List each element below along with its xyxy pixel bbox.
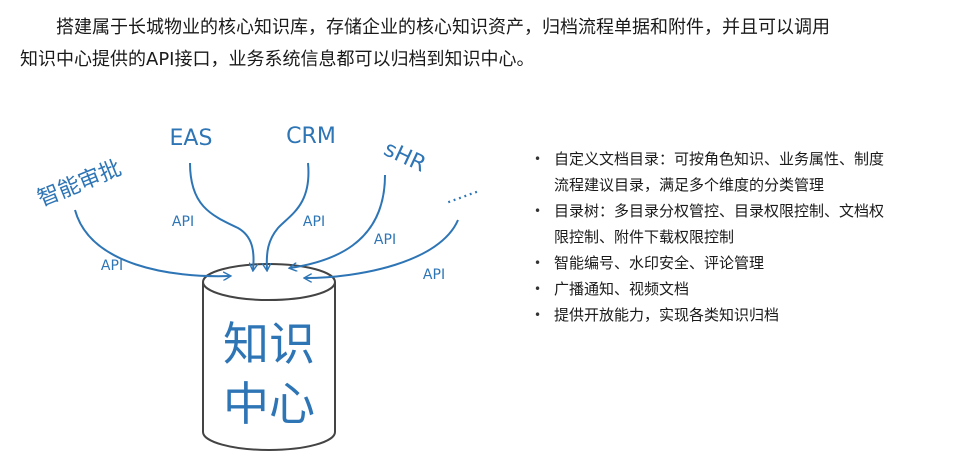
feature-text-line: 限控制、附件下载权限控制 — [554, 228, 735, 246]
source-more: ...... — [441, 177, 480, 208]
source-shr: sHR — [380, 137, 430, 178]
api-label-eas: API — [172, 214, 194, 230]
feature-text-line: 自定义文档目录：可按角色知识、业务属性、制度 — [554, 150, 885, 168]
api-label-shr: API — [374, 232, 396, 248]
feature-text-line: 智能编号、水印安全、评论管理 — [554, 254, 765, 272]
feature-item: • 广播通知、视频文档 — [532, 276, 952, 302]
feature-item: • 自定义文档目录：可按角色知识、业务属性、制度 流程建议目录，满足多个维度的分… — [532, 146, 952, 198]
bullet-icon: • — [534, 282, 542, 296]
intro-line-1: 搭建属于长城物业的核心知识库，存储企业的核心知识资产，归档流程单据和附件，并且可… — [56, 17, 830, 38]
source-crm: CRM — [286, 124, 336, 149]
center-label-line-2: 中心 — [223, 377, 315, 431]
feature-text-line: 提供开放能力，实现各类知识归档 — [554, 306, 780, 324]
arrow-shr — [290, 174, 386, 268]
feature-item: • 目录树：多目录分权管控、目录权限控制、文档权 限控制、附件下载权限控制 — [532, 198, 952, 250]
knowledge-center-cylinder — [202, 263, 336, 451]
feature-item: • 智能编号、水印安全、评论管理 — [532, 250, 952, 276]
arrow-crm — [267, 162, 310, 270]
api-label-approval: API — [101, 258, 123, 274]
feature-text-line: 广播通知、视频文档 — [554, 280, 690, 298]
feature-item: • 提供开放能力，实现各类知识归档 — [532, 302, 952, 328]
center-label-line-1: 知识 — [223, 317, 315, 371]
arrow-eas — [189, 162, 254, 270]
intro-paragraph: 搭建属于长城物业的核心知识库，存储企业的核心知识资产，归档流程单据和附件，并且可… — [20, 12, 950, 76]
bullet-icon: • — [534, 152, 542, 166]
arrow-more — [305, 219, 459, 278]
api-label-more: API — [423, 267, 445, 283]
source-approval: 智能审批 — [34, 156, 125, 212]
feature-list: • 自定义文档目录：可按角色知识、业务属性、制度 流程建议目录，满足多个维度的分… — [532, 146, 952, 328]
bullet-icon: • — [534, 204, 542, 218]
bullet-icon: • — [534, 308, 542, 322]
api-label-crm: API — [303, 214, 325, 230]
feature-text-line: 目录树：多目录分权管控、目录权限控制、文档权 — [554, 202, 885, 220]
knowledge-center-diagram: 知识 中心 智能审批 EAS CRM sHR ...... API API AP… — [34, 124, 481, 451]
feature-text-line: 流程建议目录，满足多个维度的分类管理 — [554, 176, 825, 194]
arrow-approval — [74, 209, 230, 276]
bullet-icon: • — [534, 256, 542, 270]
source-eas: EAS — [170, 126, 213, 151]
intro-line-2: 知识中心提供的API接口，业务系统信息都可以归档到知识中心。 — [20, 49, 535, 70]
